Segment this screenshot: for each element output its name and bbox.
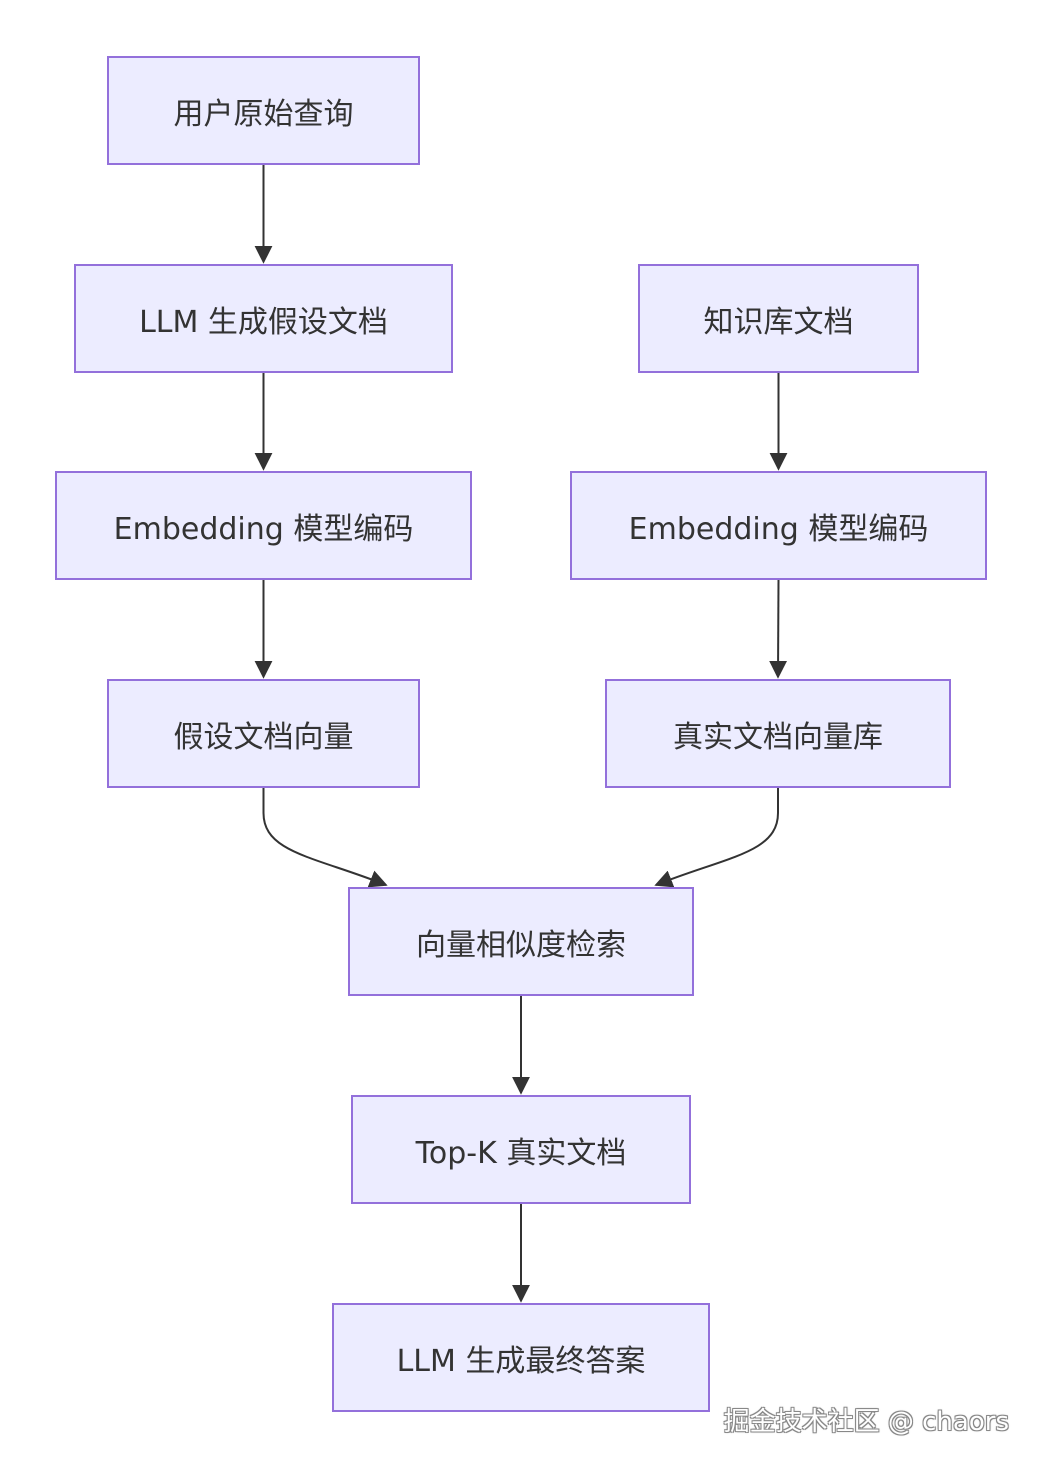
node-real-vector-db: 真实文档向量库 [605, 679, 951, 788]
node-topk-docs: Top-K 真实文档 [351, 1095, 691, 1204]
node-kb-docs-label: 知识库文档 [703, 304, 854, 340]
edge-embed-right-to-real-vector-db [769, 579, 788, 679]
node-llm-hypothetical-label: LLM 生成假设文档 [139, 304, 388, 340]
edge-hypo-vector-to-similarity-search [262, 788, 388, 888]
node-hypo-vector: 假设文档向量 [107, 679, 420, 788]
node-llm-hypothetical: LLM 生成假设文档 [74, 264, 453, 373]
node-embed-left: Embedding 模型编码 [55, 471, 472, 580]
watermark: 掘金技术社区 @ chaors [723, 1407, 1009, 1437]
node-llm-answer: LLM 生成最终答案 [332, 1303, 710, 1412]
node-similarity-search: 向量相似度检索 [348, 887, 694, 996]
node-hypo-vector-label: 假设文档向量 [173, 719, 354, 755]
node-embed-left-label: Embedding 模型编码 [113, 511, 414, 547]
node-user-query-label: 用户原始查询 [173, 96, 354, 132]
node-embed-right-label: Embedding 模型编码 [628, 511, 929, 547]
edge-real-vector-db-to-similarity-search [654, 788, 779, 888]
node-real-vector-db-label: 真实文档向量库 [673, 719, 883, 755]
node-topk-docs-label: Top-K 真实文档 [415, 1135, 627, 1171]
node-user-query: 用户原始查询 [107, 56, 420, 165]
node-embed-right: Embedding 模型编码 [570, 471, 987, 580]
node-similarity-search-label: 向量相似度检索 [416, 927, 626, 963]
node-kb-docs: 知识库文档 [638, 264, 919, 373]
node-llm-answer-label: LLM 生成最终答案 [396, 1343, 646, 1379]
